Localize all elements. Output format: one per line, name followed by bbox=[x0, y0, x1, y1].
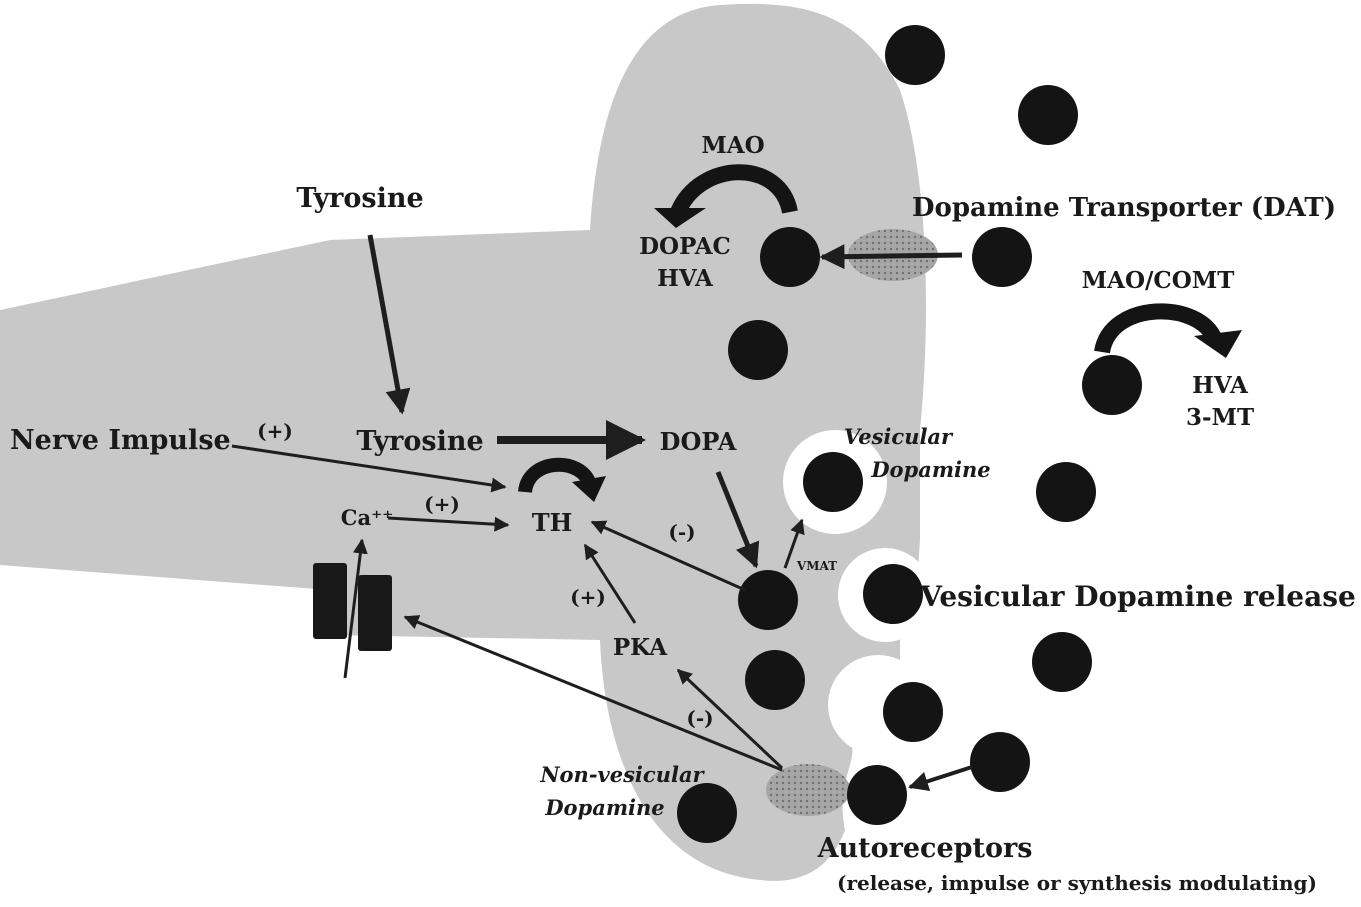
dopamine-molecule bbox=[677, 783, 737, 843]
vesicular-label-line-1: Vesicular bbox=[844, 424, 954, 449]
vmat-label: VMAT bbox=[796, 559, 837, 573]
arrow-dat-reuptake bbox=[822, 255, 962, 257]
tyrosine-outside-label: Tyrosine bbox=[296, 183, 423, 214]
autoreceptors-sublabel: (release, impulse or synthesis modulatin… bbox=[837, 871, 1317, 895]
dopamine-molecule bbox=[863, 564, 923, 624]
vesicular-release-label: Vesicular Dopamine release bbox=[919, 580, 1356, 613]
dopamine-molecule bbox=[972, 227, 1032, 287]
dopamine-inhibition-label: (-) bbox=[668, 520, 695, 544]
impulse-plus-label: (+) bbox=[257, 419, 293, 443]
hva-outside-label: HVA bbox=[1192, 372, 1249, 399]
th-label: TH bbox=[532, 508, 573, 537]
dopac-label: DOPAC bbox=[639, 233, 731, 260]
dopamine-molecule bbox=[883, 682, 943, 742]
mao-comt-label: MAO/COMT bbox=[1082, 267, 1235, 294]
vesicular-label-line-2: Dopamine bbox=[870, 457, 990, 482]
nonvesicular-label-line-1: Non-vesicular bbox=[539, 762, 705, 787]
dopamine-molecule bbox=[1082, 355, 1142, 415]
dopa-label: DOPA bbox=[660, 427, 737, 456]
autoreceptors-label: Autoreceptors bbox=[817, 833, 1033, 864]
dopamine-molecule bbox=[803, 452, 863, 512]
mao-label: MAO bbox=[701, 132, 764, 159]
dopamine-molecule bbox=[760, 227, 820, 287]
nonvesicular-label-line-2: Dopamine bbox=[544, 795, 664, 820]
three-mt-label: 3-MT bbox=[1186, 404, 1254, 431]
dopamine-molecule bbox=[1036, 462, 1096, 522]
dopamine-molecule bbox=[738, 570, 798, 630]
hva-inside-label: HVA bbox=[657, 265, 714, 292]
arrow-to-autoreceptor bbox=[910, 767, 972, 787]
mao-comt-curved-arrow bbox=[1102, 311, 1215, 352]
autoreceptor bbox=[766, 764, 850, 816]
nerve-impulse-label: Nerve Impulse bbox=[10, 425, 231, 456]
dopamine-molecule bbox=[745, 650, 805, 710]
dopamine-molecule bbox=[885, 25, 945, 85]
tyrosine-inside-label: Tyrosine bbox=[356, 426, 483, 457]
dat-label: Dopamine Transporter (DAT) bbox=[912, 193, 1336, 223]
pka-label: PKA bbox=[613, 634, 668, 661]
dopamine-molecule bbox=[728, 320, 788, 380]
mao-comt-arrowhead bbox=[1194, 330, 1242, 358]
ca-plus-label: (+) bbox=[424, 492, 460, 516]
dopamine-molecule bbox=[847, 765, 907, 825]
pka-plus-label: (+) bbox=[570, 585, 606, 609]
calcium-label: Ca⁺⁺ bbox=[341, 505, 394, 530]
dopamine-molecule bbox=[1032, 632, 1092, 692]
dopamine-molecule bbox=[1018, 85, 1078, 145]
autoreceptor-inhibition-label: (-) bbox=[686, 706, 713, 730]
dopamine-molecule bbox=[970, 732, 1030, 792]
